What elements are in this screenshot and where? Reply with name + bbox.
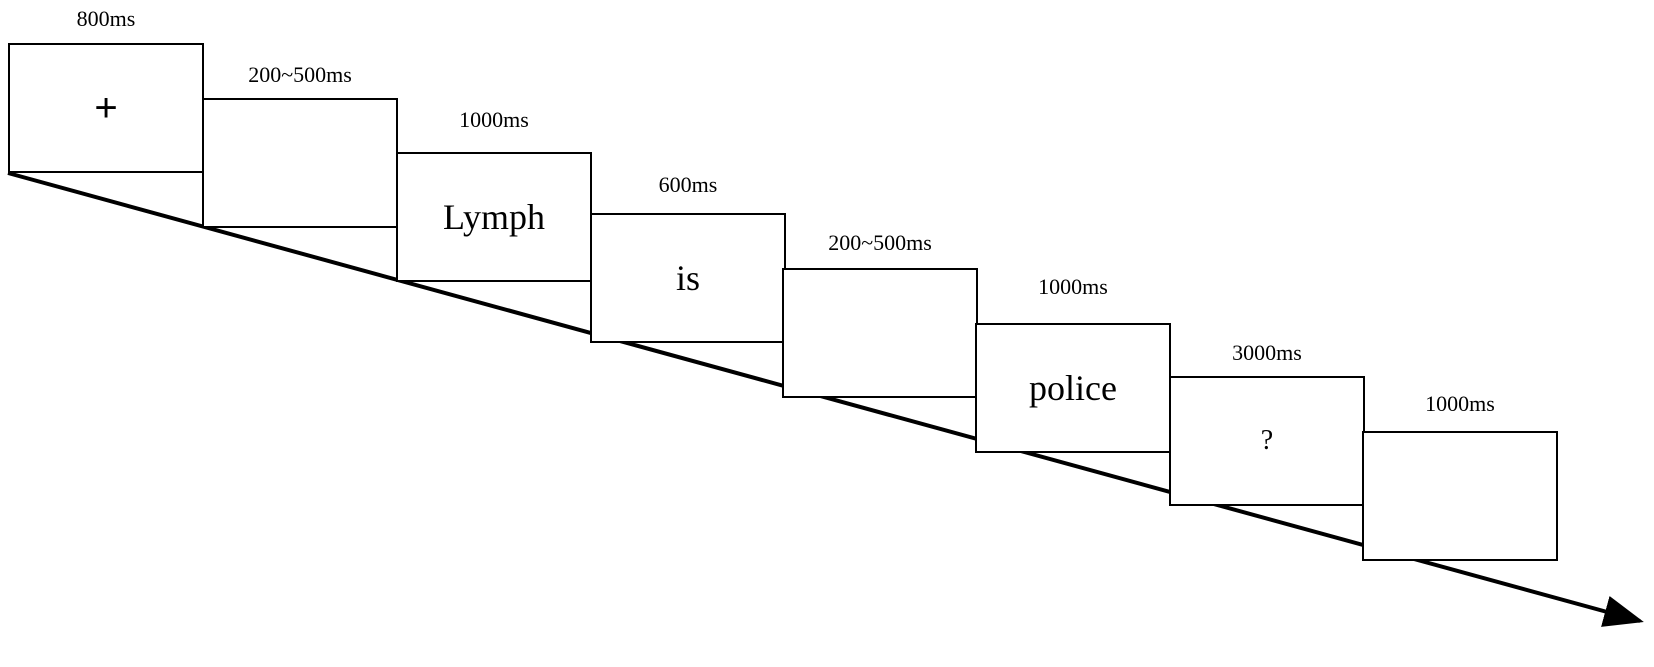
fixation-cross: + bbox=[94, 86, 118, 130]
blank-screen bbox=[202, 98, 398, 228]
question-mark: ? bbox=[1260, 425, 1274, 456]
word-screen: Lymph bbox=[396, 152, 592, 282]
word-screen: police bbox=[975, 323, 1171, 453]
blank-screen bbox=[782, 268, 978, 398]
step-4-duration: 600ms bbox=[658, 172, 718, 197]
word-screen: is bbox=[590, 213, 786, 343]
step-8-duration: 1000ms bbox=[1425, 391, 1495, 416]
step-3-duration: 1000ms bbox=[459, 107, 529, 132]
step-5-duration: 200~500ms bbox=[828, 230, 932, 255]
word-is: is bbox=[675, 258, 700, 298]
step-2-duration: 200~500ms bbox=[248, 62, 352, 87]
step-1-duration: 800ms bbox=[76, 6, 136, 31]
step-7-duration: 3000ms bbox=[1232, 340, 1302, 365]
question-screen: ? bbox=[1169, 376, 1365, 506]
step-6-duration: 1000ms bbox=[1038, 274, 1108, 299]
word-police: police bbox=[1029, 368, 1117, 408]
fixation-screen: + bbox=[8, 43, 204, 173]
word-lymph: Lymph bbox=[442, 197, 545, 237]
blank-screen bbox=[1362, 431, 1558, 561]
